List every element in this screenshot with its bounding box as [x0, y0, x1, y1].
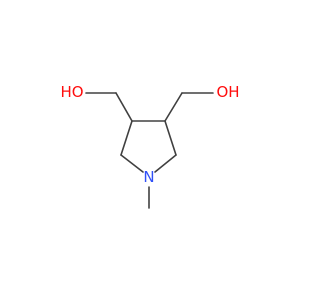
molecule-structure: HO OH N	[60, 83, 240, 209]
bond-c4-c5	[164, 120, 177, 156]
bond-c3-c2	[120, 120, 133, 156]
hydroxyl-right-label: OH	[216, 83, 239, 101]
bond-c2-n	[120, 154, 144, 173]
bond-c3-ch2-left	[115, 92, 133, 122]
nitrogen-label: N	[143, 168, 154, 186]
bond-c4-ch2-right	[164, 92, 183, 122]
hydroxyl-left-label: HO	[60, 83, 83, 101]
bond-c5-n	[154, 154, 177, 173]
